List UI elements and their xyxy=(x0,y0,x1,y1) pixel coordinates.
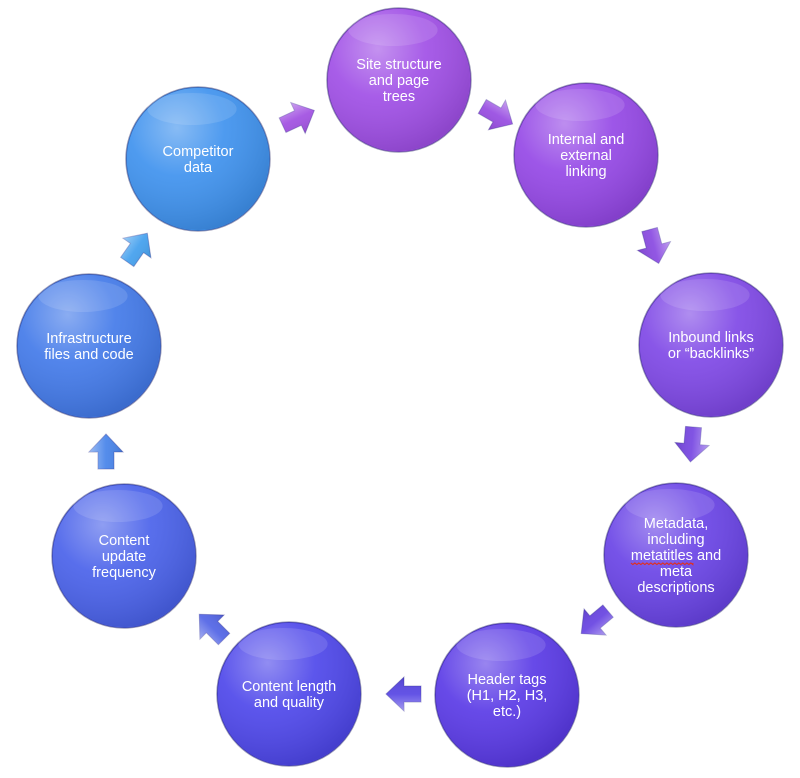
node-label-line: files and code xyxy=(44,347,133,363)
node-label-line: Content xyxy=(99,533,150,549)
node-label: Header tags(H1, H2, H3,etc.) xyxy=(467,672,548,720)
spellcheck-underline xyxy=(630,562,694,566)
flow-arrow-5 xyxy=(580,604,614,636)
node-label-line: Metadata, xyxy=(644,516,709,532)
node-label-line: update xyxy=(102,549,146,565)
flow-arrow-6 xyxy=(385,675,422,713)
flow-arrow-2 xyxy=(477,98,514,131)
flow-arrow-3 xyxy=(636,226,672,265)
node-label-line: (H1, H2, H3, xyxy=(467,688,548,704)
node-label-line: frequency xyxy=(92,565,156,581)
node-label-line: and page xyxy=(369,73,429,89)
node-header-tags: Header tags(H1, H2, H3,etc.) xyxy=(434,622,580,768)
node-label-line: Header tags xyxy=(468,672,547,688)
node-label-line: external xyxy=(560,148,612,164)
flow-arrow-1 xyxy=(278,101,315,135)
node-label-line: Site structure xyxy=(356,57,441,73)
node-label-line: data xyxy=(184,160,213,176)
node-label-line: linking xyxy=(565,164,606,180)
node-label-line: and quality xyxy=(254,695,325,711)
node-label-line: Content length xyxy=(242,679,336,695)
node-label-line: etc.) xyxy=(493,704,521,720)
flow-arrow-7 xyxy=(198,613,231,646)
node-label-line: Competitor xyxy=(163,144,234,160)
flow-arrow-4 xyxy=(673,425,711,463)
flow-arrow-8 xyxy=(87,433,125,470)
node-label-line: Internal and xyxy=(548,132,625,148)
node-label-line: trees xyxy=(383,89,415,105)
node-label-line: metatitles and xyxy=(631,548,721,564)
node-label-line: Inbound links xyxy=(668,330,753,346)
node-label-line: meta xyxy=(660,564,693,580)
flow-arrow-9 xyxy=(119,232,152,268)
node-label-line: Infrastructure xyxy=(46,331,131,347)
node-label-line: including xyxy=(647,532,704,548)
node-label-line: descriptions xyxy=(637,580,714,596)
node-label-line: or “backlinks” xyxy=(668,346,754,362)
